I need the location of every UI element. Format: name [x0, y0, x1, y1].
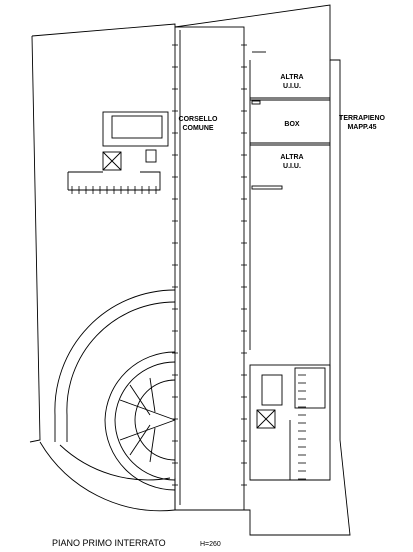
upper-stair-block	[102, 111, 169, 147]
corsello-label-2: COMUNE	[182, 125, 213, 132]
corridor	[174, 26, 245, 511]
upper-lift	[102, 151, 122, 171]
outer-boundary	[31, 4, 351, 536]
altra-top-label-1: ALTRA	[280, 74, 303, 81]
corsello-label-1: CORSELLO	[179, 116, 218, 123]
left-boundary	[29, 35, 41, 443]
ramp-outer-arc	[54, 289, 176, 442]
altra-bottom-label-2: U.I.U.	[283, 163, 301, 170]
altra-bottom-label-1: ALTRA	[280, 154, 303, 161]
floor-height: H=260	[200, 541, 221, 548]
floor-title: PIANO PRIMO INTERRATO	[52, 538, 166, 548]
altra-top-label-2: U.I.U.	[283, 83, 301, 90]
terrapieno-label-1: TERRAPIENO	[339, 115, 385, 122]
lift-shaft	[256, 409, 276, 429]
terrapieno-label-2: MAPP.45	[347, 124, 376, 131]
box-label: BOX	[284, 121, 300, 128]
